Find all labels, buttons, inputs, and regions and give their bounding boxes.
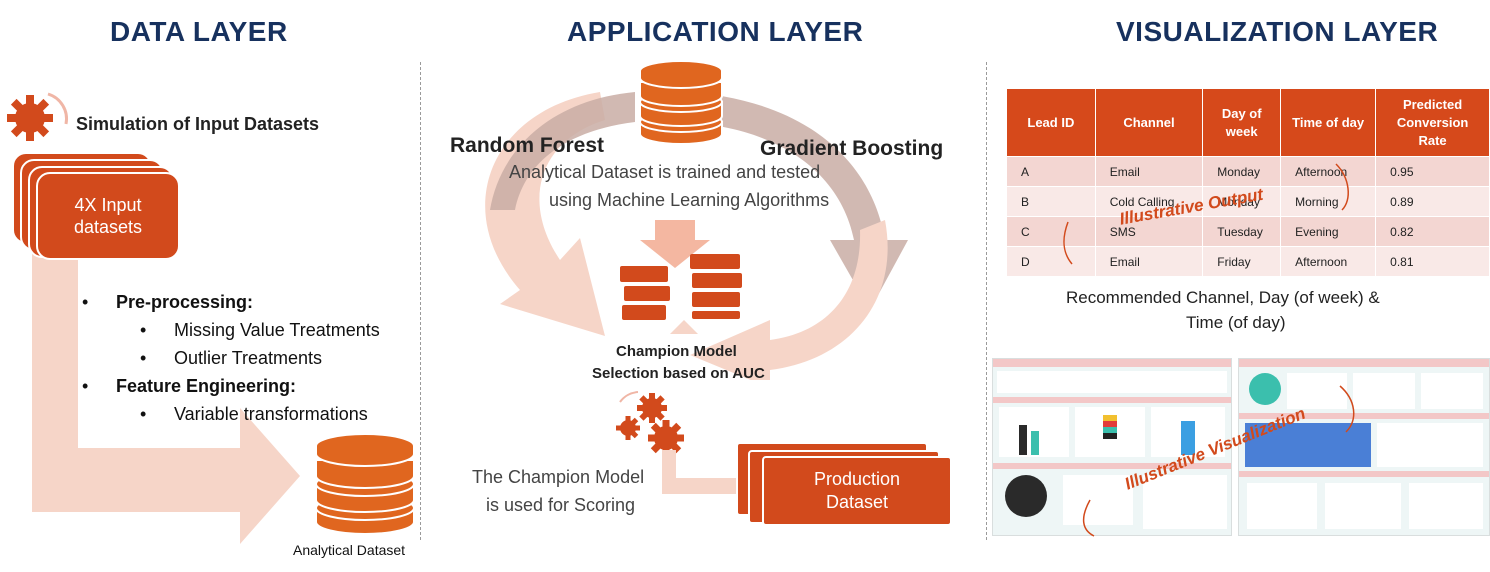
preprocessing-heading: Pre-processing: <box>116 292 254 312</box>
random-forest-label: Random Forest <box>450 134 605 157</box>
cell: 0.95 <box>1375 156 1490 187</box>
cell: 0.89 <box>1375 186 1490 217</box>
outlier-text: Outlier Treatments <box>174 348 323 368</box>
preprocessing-list: •Pre-processing: •Missing Value Treatmen… <box>82 288 412 428</box>
divider-left <box>420 62 421 540</box>
production-label-2: Dataset <box>825 492 889 512</box>
production-label-1: Production <box>813 469 901 489</box>
lead-table: Lead ID Channel Day of week Time of day … <box>1006 88 1490 277</box>
recommendation-text-1: Recommended Channel, Day (of week) & <box>1066 288 1380 307</box>
cell: Friday <box>1202 246 1282 277</box>
feature-engineering-item: •Feature Engineering: <box>82 376 297 396</box>
illustrative-output-brackets <box>1063 163 1349 265</box>
app-database-icon <box>639 60 723 145</box>
cell: Afternoon <box>1280 246 1377 277</box>
col-lead-id: Lead ID <box>1006 88 1096 157</box>
training-text-2: using Machine Learning Algorithms <box>549 190 830 210</box>
table-row: B Cold Calling Monday Morning 0.89 <box>1006 186 1490 217</box>
training-text-1: Analytical Dataset is trained and tested <box>509 162 821 182</box>
missing-value-item: •Missing Value Treatments <box>140 320 380 340</box>
table-row: D Email Friday Afternoon 0.81 <box>1006 246 1490 277</box>
cell: Email <box>1094 156 1204 187</box>
feature-engineering-heading: Feature Engineering: <box>116 376 297 396</box>
cell: Monday <box>1202 156 1282 187</box>
production-dataset: Production Dataset <box>762 456 952 526</box>
table-row: C SMS Tuesday Evening 0.82 <box>1006 216 1490 247</box>
cell: Email <box>1094 246 1204 277</box>
divider-right <box>986 62 987 540</box>
cell: Monday <box>1202 186 1282 217</box>
missing-value-text: Missing Value Treatments <box>174 320 380 340</box>
champion-model-label: Champion Model <box>616 343 737 360</box>
col-day: Day of week <box>1202 88 1282 157</box>
analytical-database-icon <box>315 433 415 535</box>
cell: Afternoon <box>1280 156 1377 187</box>
data-layer-header: DATA LAYER <box>110 16 288 47</box>
scoring-text-2: is used for Scoring <box>486 495 636 515</box>
recommendation-text-2: Time (of day) <box>1186 313 1286 332</box>
dashboard-left <box>992 358 1232 536</box>
variable-transform-text: Variable transformations <box>174 404 368 424</box>
col-conversion: Predicted Conversion Rate <box>1375 88 1490 157</box>
input-dataset-front: 4X Input datasets <box>36 172 180 260</box>
simulation-label: Simulation of Input Datasets <box>76 114 320 134</box>
col-time: Time of day <box>1280 88 1377 157</box>
outlier-item: •Outlier Treatments <box>140 348 323 368</box>
cell: Cold Calling <box>1094 186 1204 217</box>
model-balance-icon <box>620 254 742 334</box>
illustrative-visualization-brackets <box>1082 385 1355 537</box>
dashboard-thumbnail <box>992 358 1490 536</box>
ml-cycle-arrows <box>485 92 908 380</box>
table-row: A Email Monday Afternoon 0.95 <box>1006 156 1490 187</box>
gradient-boosting-label: Gradient Boosting <box>760 137 944 160</box>
cell: SMS <box>1094 216 1204 247</box>
cell: Morning <box>1280 186 1377 217</box>
application-layer-header: APPLICATION LAYER <box>567 16 864 47</box>
champion-selection-label: Selection based on AUC <box>592 365 765 382</box>
scoring-text-1: The Champion Model <box>472 467 645 487</box>
cell: D <box>1006 246 1096 277</box>
cell: A <box>1006 156 1096 187</box>
cell: 0.82 <box>1375 216 1490 247</box>
table-header-row: Lead ID Channel Day of week Time of day … <box>1006 88 1490 157</box>
scoring-gears-icon <box>616 391 684 456</box>
analytical-dataset-label: Analytical Dataset <box>293 542 406 558</box>
cell: 0.81 <box>1375 246 1490 277</box>
preprocessing-item: •Pre-processing: <box>82 292 254 312</box>
dashboard-right <box>1238 358 1490 536</box>
gear-icon <box>7 92 68 141</box>
variable-transform-item: •Variable transformations <box>140 404 368 424</box>
col-channel: Channel <box>1094 88 1204 157</box>
cell: B <box>1006 186 1096 217</box>
input-datasets-label: 4X Input datasets <box>73 195 143 237</box>
data-flow-arrow <box>32 250 300 544</box>
visualization-layer-header: VISUALIZATION LAYER <box>1116 16 1439 47</box>
cell: C <box>1006 216 1096 247</box>
